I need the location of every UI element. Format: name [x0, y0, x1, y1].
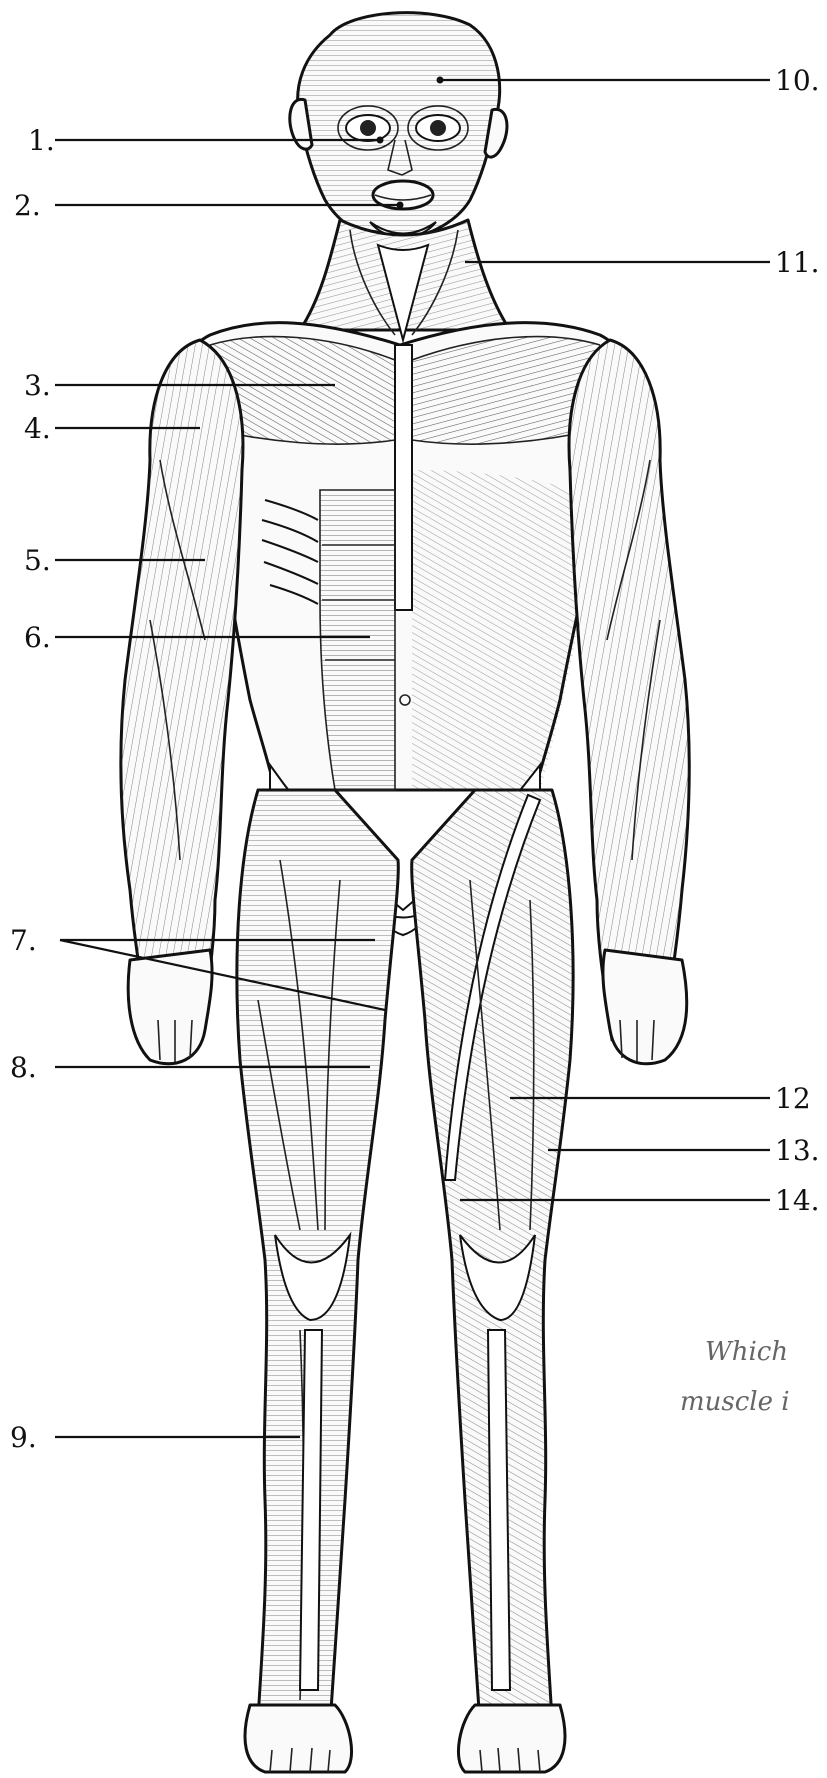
- label-2: 2.: [14, 189, 41, 222]
- label-7: 7.: [10, 924, 37, 957]
- leader-dot-10: [437, 77, 444, 84]
- note-line-2: muscle i: [680, 1387, 790, 1417]
- note-line-1: Which: [705, 1337, 788, 1367]
- right-arm: [569, 340, 689, 1064]
- label-1: 1.: [28, 124, 55, 157]
- label-4: 4.: [24, 412, 51, 445]
- neck: [300, 220, 510, 340]
- left-arm: [121, 340, 243, 1064]
- label-12: 12: [775, 1082, 811, 1115]
- handwritten-note: Which muscle i: [680, 1337, 790, 1417]
- label-5: 5.: [24, 544, 51, 577]
- label-13: 13.: [775, 1134, 820, 1167]
- label-8: 8.: [10, 1051, 37, 1084]
- leader-dot-2: [397, 202, 404, 209]
- label-6: 6.: [24, 621, 51, 654]
- label-9: 9.: [10, 1421, 37, 1454]
- leader-dot-1: [377, 137, 384, 144]
- right-leg: [412, 790, 573, 1772]
- label-10: 10.: [775, 64, 820, 97]
- left-leg: [237, 790, 398, 1772]
- label-3: 3.: [24, 369, 51, 402]
- label-14: 14.: [775, 1184, 820, 1217]
- label-11: 11.: [775, 246, 820, 279]
